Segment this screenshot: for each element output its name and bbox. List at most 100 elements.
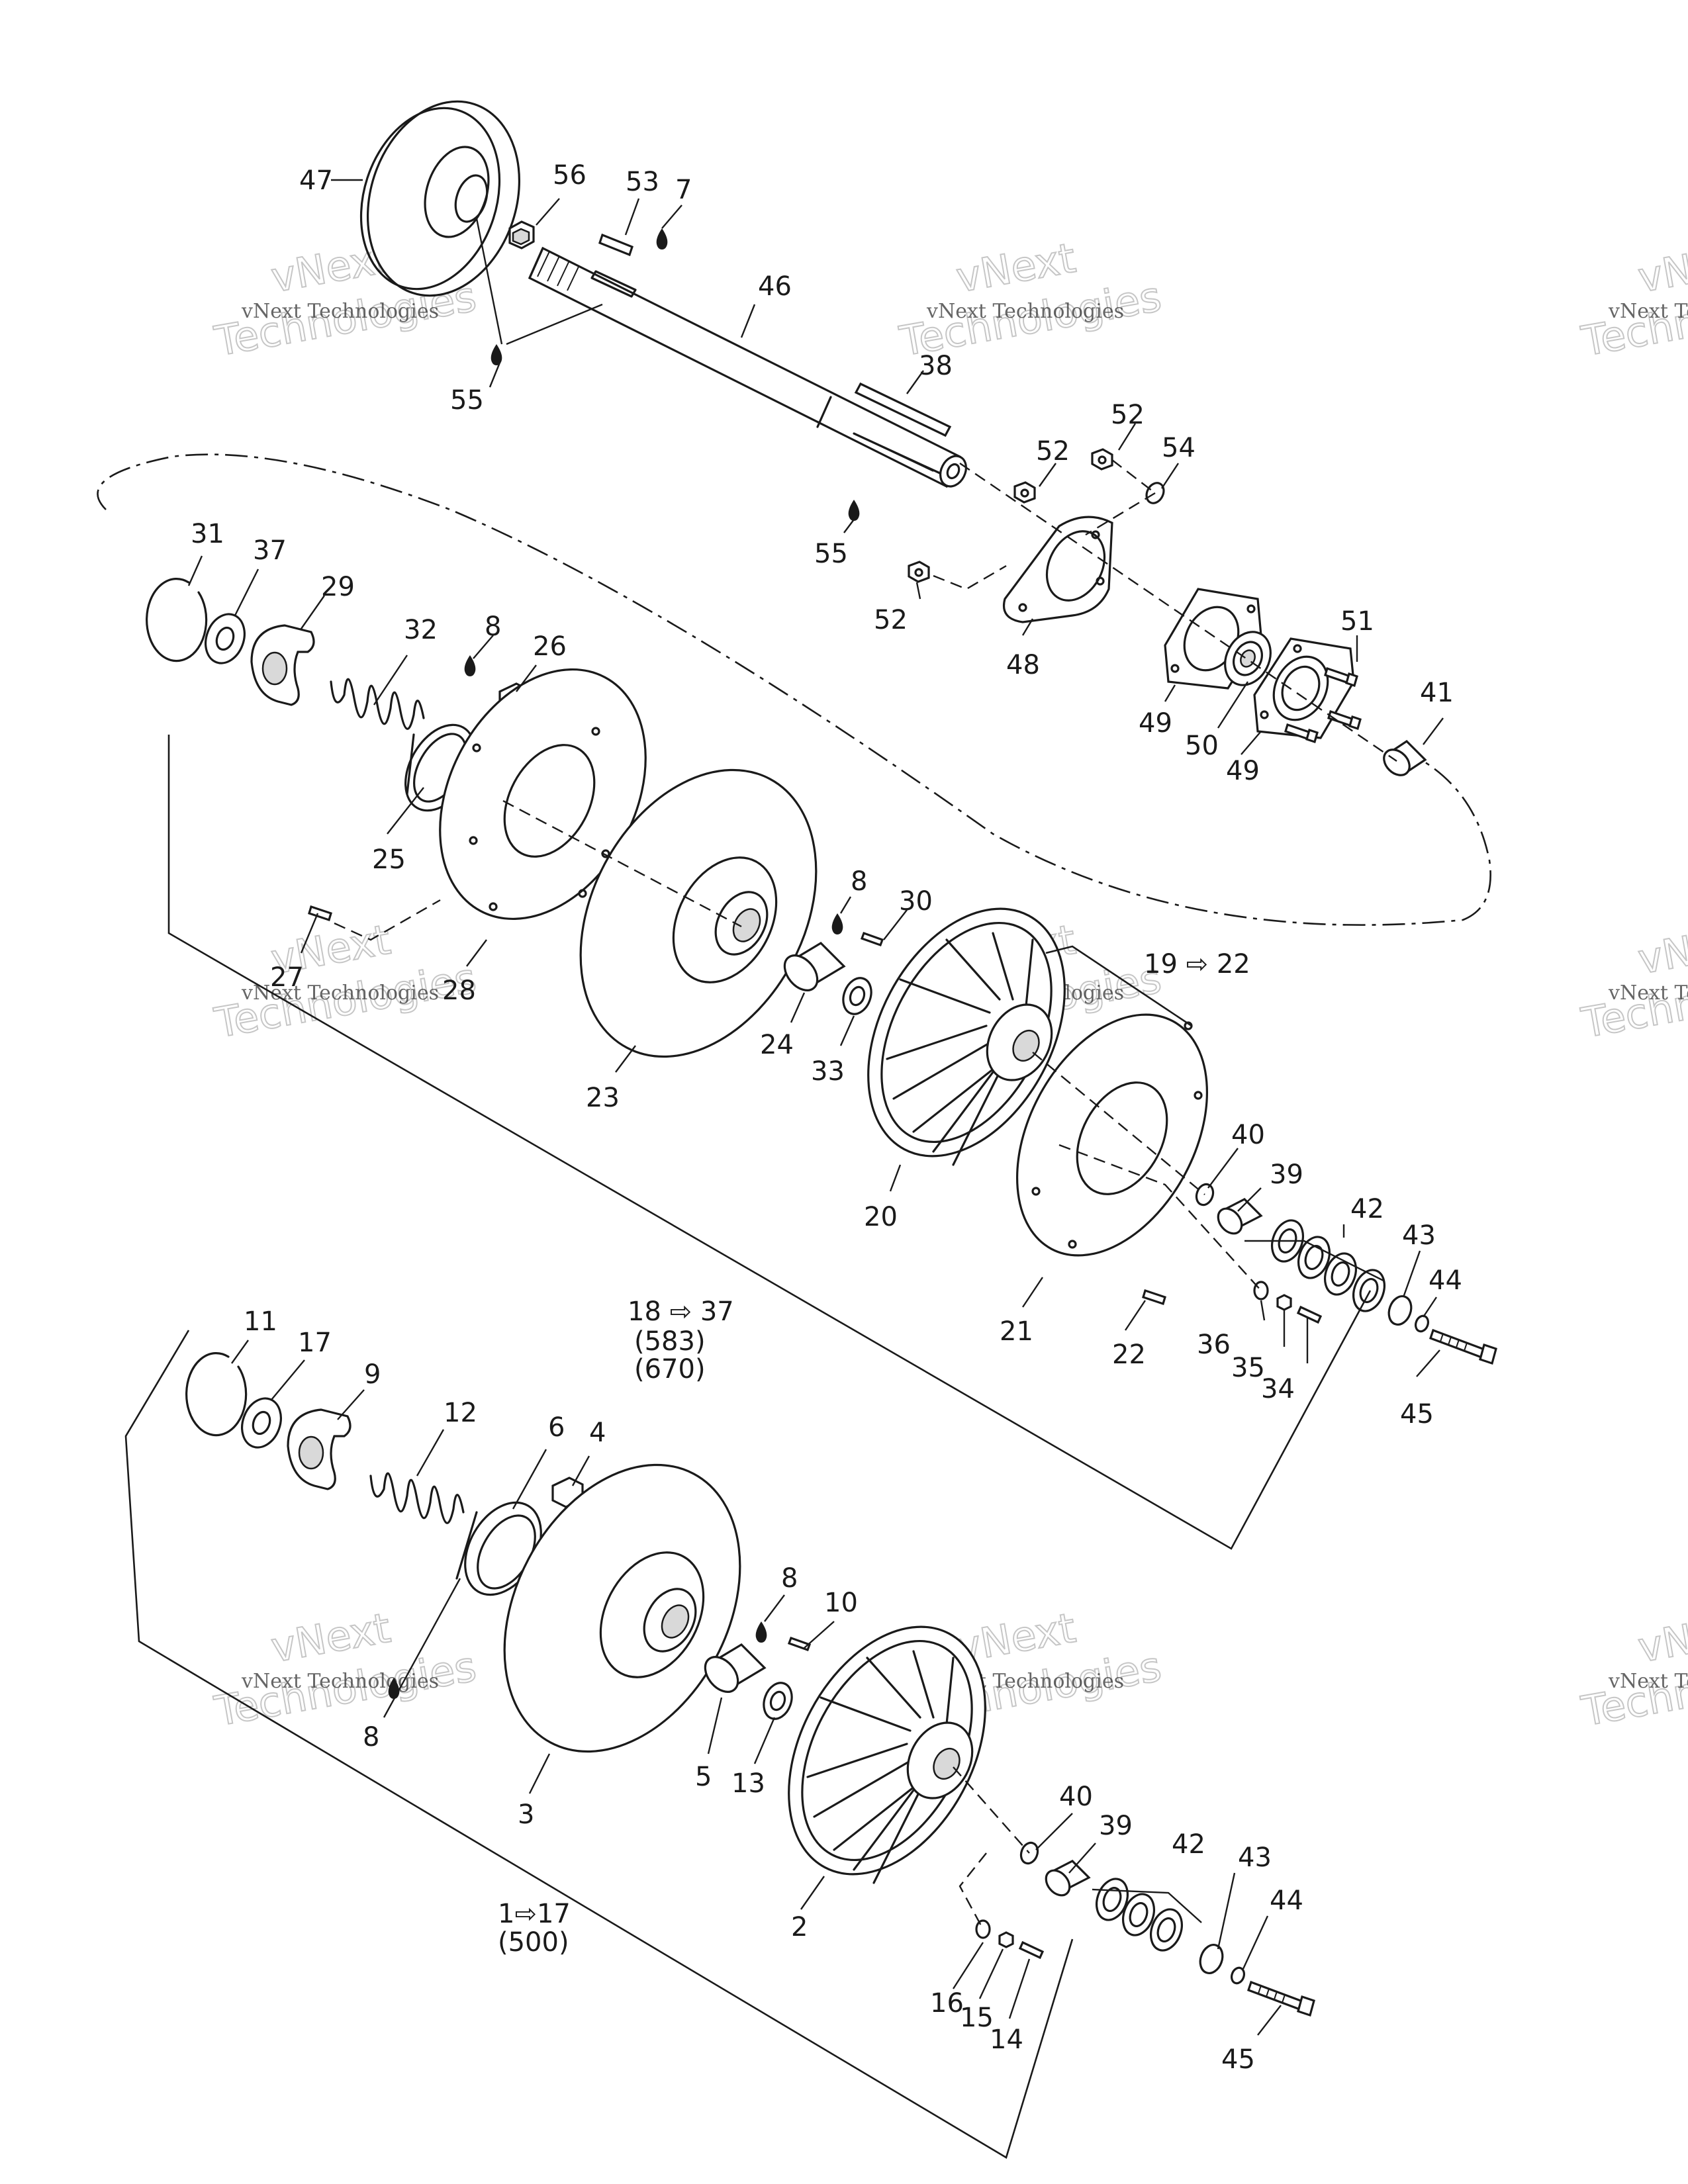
assembly-loop-line [97,453,1491,926]
driven-pulley-583-670 [146,578,1497,1365]
watermark-text: vNext Technologies [241,300,439,323]
label-12: 12 [444,1398,477,1428]
grease-drop-55b-icon [848,500,860,521]
washer-37 [205,613,246,664]
label-39b: 39 [1099,1811,1133,1841]
nut-52-low [908,561,930,583]
washer-43-a [1387,1295,1413,1326]
watermark-text: vNext Technologies [241,981,439,1005]
nut-15 [998,1931,1014,1948]
label-8c: 8 [781,1563,798,1594]
label-55a: 55 [450,385,484,416]
label-46: 46 [758,271,792,302]
washer-44-b [1230,1966,1246,1985]
sheave-23 [579,768,818,1058]
label-39a: 39 [1270,1160,1303,1190]
label-8b: 8 [851,866,867,897]
label-10: 10 [824,1588,858,1618]
screw-14 [1018,1940,1045,1960]
leader-lines [187,179,1444,2036]
label-6: 6 [548,1412,565,1443]
spring-12 [369,1472,465,1524]
label-49a: 49 [1139,708,1172,739]
label-32: 32 [404,615,438,645]
group-bracket-1-17 [124,1330,1074,2159]
label-35: 35 [1231,1353,1265,1383]
label-37: 37 [253,535,287,566]
part-labels: 47 56 53 7 46 55 38 52 52 54 55 52 48 51… [191,160,1462,2075]
label-42b: 42 [1172,1829,1205,1860]
bushing-5 [704,1643,767,1693]
watermark-vnext: vNext [1634,234,1688,302]
pin-30 [860,931,884,947]
screw-22 [1142,1289,1166,1306]
sheave-2 [788,1625,986,1884]
key-53 [598,233,633,257]
label-38: 38 [919,351,953,381]
label-31: 31 [191,519,224,549]
bolt-51-c [1284,723,1319,744]
label-43a: 43 [1402,1220,1436,1251]
nut-35 [1276,1294,1292,1311]
bolt-51-a [1324,666,1358,688]
label-8a: 8 [485,612,501,642]
pin-10 [787,1636,812,1652]
label-40a: 40 [1231,1120,1265,1150]
label-20: 20 [864,1202,898,1232]
bushing-24 [783,941,846,991]
label-25: 25 [372,844,406,875]
label-26: 26 [533,631,567,662]
label-52b: 52 [1036,436,1070,467]
watermark-text: vNext Technologies [241,1670,439,1693]
driven-pulley-500 [185,1352,1315,2017]
washer-43-b [1199,1944,1224,1974]
label-11: 11 [244,1306,277,1337]
watermark-vnext: vNext [1634,1604,1688,1672]
label-42a: 42 [1350,1194,1384,1224]
label-8d: 8 [363,1722,379,1752]
label-21: 21 [1000,1316,1033,1347]
label-4: 4 [589,1418,606,1448]
cover-21 [1016,1013,1208,1257]
label-34: 34 [1261,1374,1295,1404]
cam-9 [287,1408,352,1490]
label-33: 33 [811,1056,845,1087]
label-45a: 45 [1400,1399,1434,1430]
label-56: 56 [553,160,586,191]
fixed-sheave-47 [359,100,521,297]
label-3: 3 [518,1799,534,1830]
label-49b: 49 [1226,756,1260,786]
washer-13 [763,1682,793,1720]
label-14: 14 [990,2025,1023,2055]
label-44a: 44 [1429,1265,1462,1296]
sheave-3 [503,1463,741,1753]
key-38 [854,382,952,437]
washer-16 [975,1919,991,1939]
watermark-text: vNext Technologies [1608,300,1688,323]
label-23: 23 [586,1083,620,1113]
label-9: 9 [364,1359,381,1390]
bolt-45-a [1429,1328,1497,1365]
bushing-39-a [1217,1198,1263,1235]
label-36: 36 [1197,1330,1231,1360]
label-27: 27 [270,962,304,993]
spring-32 [330,678,425,730]
watermark-text: vNext Technologies [1608,1670,1688,1693]
screw-34 [1296,1305,1323,1324]
cap-56-face [512,228,530,246]
circlip-31 [146,578,208,662]
grease-drop-7-icon [656,228,668,250]
label-13: 13 [731,1768,765,1799]
grease-drop-55a-icon [491,344,502,365]
watermark-text: vNext Technologies [1608,981,1688,1005]
label-7: 7 [675,175,692,205]
washer-33 [842,977,872,1015]
nut-52-mid [1013,481,1036,504]
group-bracket-18-37 [167,735,1372,1550]
label-54: 54 [1162,433,1196,463]
bushing-39-b [1045,1860,1091,1897]
label-47: 47 [299,165,333,196]
label-17: 17 [298,1328,332,1358]
group-label-18-37: 18 ⇨ 37 [628,1297,734,1327]
grease-drop-8b-icon [831,913,843,934]
